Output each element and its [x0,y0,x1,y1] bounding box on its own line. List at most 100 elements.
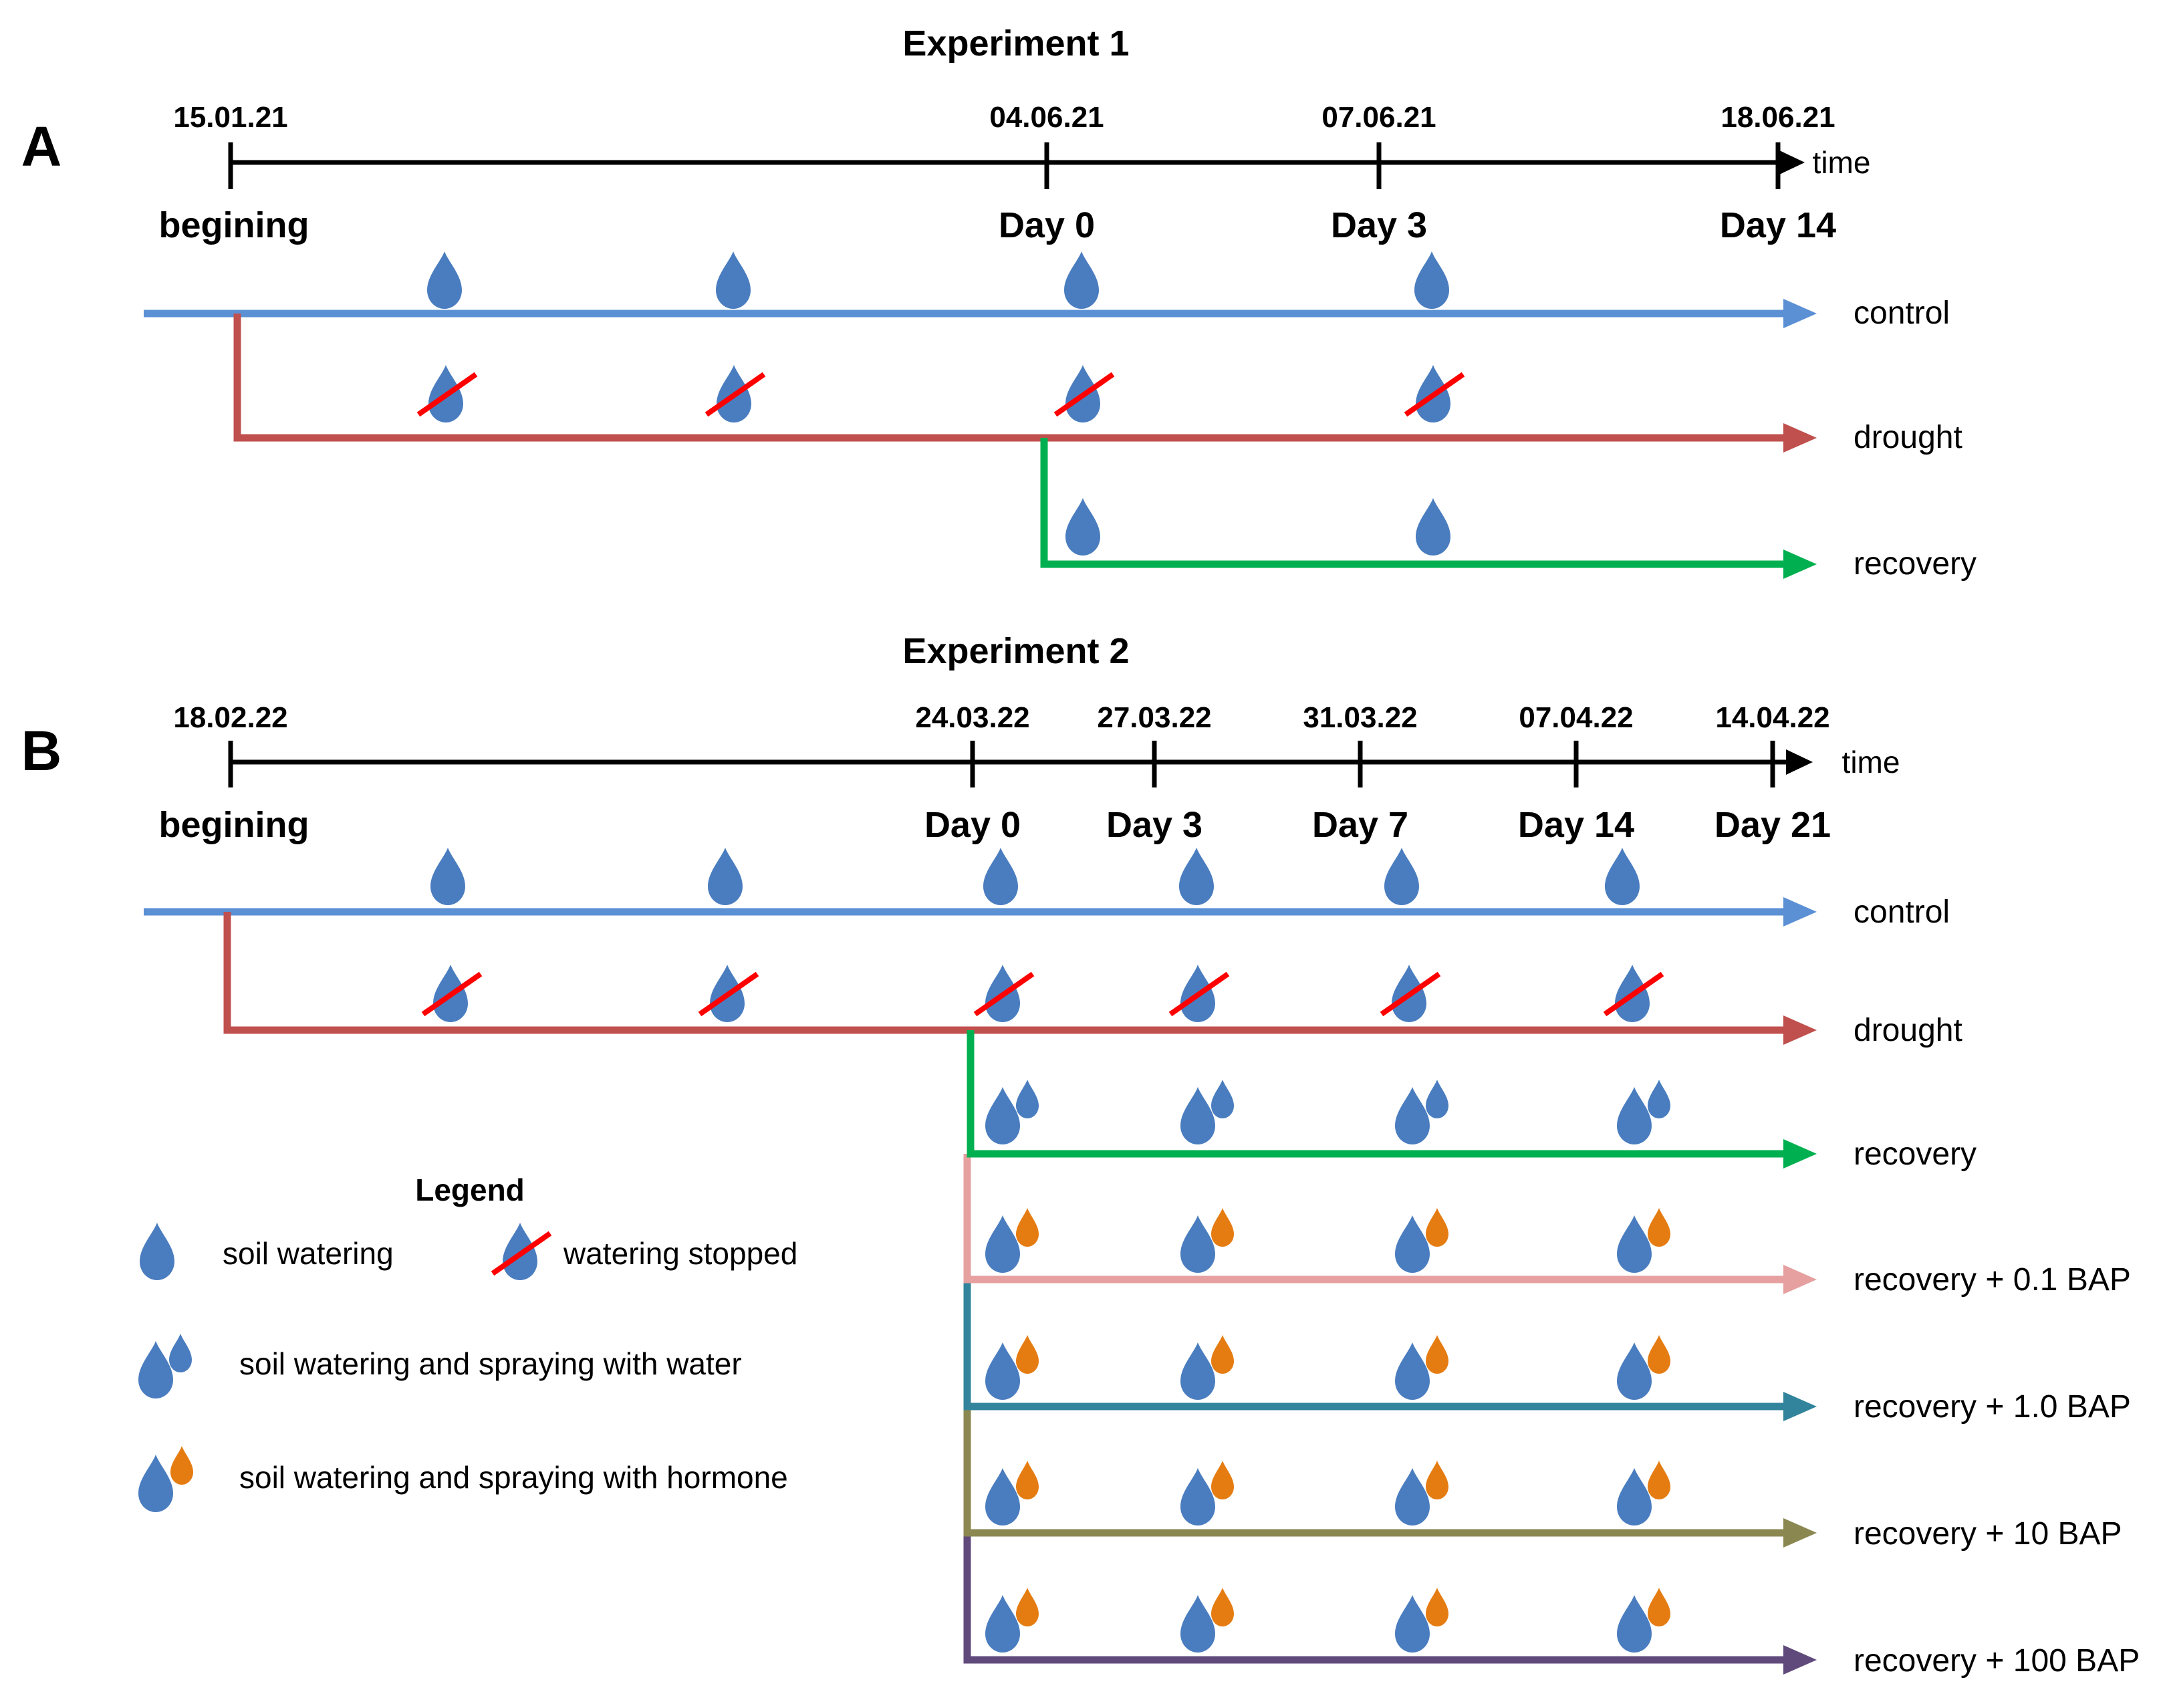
panel-label-a: A [21,115,62,178]
water-drop-icon [983,848,1018,905]
water-drop-icon [708,848,743,905]
spray-hormone-icon [1395,1335,1448,1400]
spray-hormone-icon [1617,1588,1670,1653]
series-label-recovery-1bap: recovery + 1.0 BAP [1854,1389,2131,1425]
tick-day-label: Day 0 [924,805,1021,845]
spray-hormone-icon [985,1588,1039,1653]
water-drop-icon [1416,498,1450,556]
watering-stopped-icon [1053,365,1115,422]
panel-label-b: B [21,719,62,782]
series-control-line [144,299,1817,328]
water-drop-icon [140,1223,174,1280]
spray-water-icon [138,1334,192,1398]
series-label-recovery-01bap: recovery + 0.1 BAP [1854,1262,2131,1298]
tick-day-label: Day 0 [999,205,1095,245]
experiment1-title: Experiment 1 [902,23,1129,64]
spray-hormone-icon [1395,1461,1448,1526]
water-drop-icon [427,251,462,309]
water-drop-icon [1179,848,1214,905]
watering-stopped-icon [698,965,759,1022]
tick-day-label: Day 3 [1106,805,1202,845]
water-drop-icon [1414,251,1449,309]
series-recovery-1bap-line [963,1279,1817,1421]
watering-stopped-icon [973,965,1035,1022]
time-axis-arrowhead [1778,150,1805,175]
spray-hormone-icon [1617,1335,1670,1400]
tick-day-label: Day 14 [1720,205,1836,245]
tick-date-label: 07.06.21 [1321,101,1436,134]
watering-stopped-icon [705,365,766,422]
tick-date-label: 18.02.22 [173,701,287,734]
time-axis-arrowhead [1786,749,1813,775]
legend-title: Legend [415,1173,525,1207]
water-drop-icon [716,251,751,309]
watering-stopped-icon [491,1223,552,1280]
water-drop-icon [430,848,465,905]
series-label-drought: drought [1854,420,1962,455]
spray-hormone-icon [138,1446,193,1512]
water-drop-icon [1384,848,1419,905]
series-control-line [144,897,1817,927]
tick-date-label: 31.03.22 [1303,701,1417,734]
series-recovery-01bap-line [963,1154,1817,1294]
legend-label-spray-hormone: soil watering and spraying with hormone [239,1460,788,1495]
spray-hormone-icon [1180,1461,1234,1526]
water-drop-icon [1605,848,1640,905]
watering-stopped-icon [421,965,483,1022]
tick-day-label: Day 21 [1715,805,1831,845]
experiment1-time-axis: time [228,142,1871,189]
series-recovery-10bap-line [963,1407,1817,1548]
spray-water-icon [1617,1080,1670,1144]
legend: Legend soil watering watering stopped so… [138,1173,797,1512]
tick-day-label: Day 7 [1312,805,1408,845]
spray-hormone-icon [1180,1335,1234,1400]
tick-date-label: 18.06.21 [1721,101,1835,134]
spray-water-icon [1395,1080,1448,1144]
tick-day-label: begining [159,205,309,245]
spray-hormone-icon [985,1461,1039,1526]
tick-day-label: Day 14 [1518,805,1634,845]
series-recovery-line [1040,438,1817,579]
spray-hormone-icon [1180,1588,1234,1653]
watering-stopped-icon [1404,365,1465,422]
spray-hormone-icon [985,1208,1039,1273]
watering-stopped-icon [416,365,478,422]
time-axis-label: time [1813,145,1871,180]
tick-date-label: 15.01.21 [173,101,287,134]
tick-date-label: 04.06.21 [989,101,1104,134]
series-label-control: control [1854,295,1950,331]
spray-hormone-icon [1180,1208,1234,1273]
series-recovery-100bap-line [963,1533,1817,1675]
time-axis-label: time [1842,745,1900,779]
spray-hormone-icon [1617,1208,1670,1273]
tick-date-label: 24.03.22 [915,701,1029,734]
series-label-recovery: recovery [1854,1136,1977,1172]
series-label-drought: drought [1854,1013,1962,1048]
tick-date-label: 27.03.22 [1097,701,1211,734]
spray-water-icon [985,1080,1039,1144]
experiment2-time-axis: time [228,741,1900,787]
series-label-recovery-10bap: recovery + 10 BAP [1854,1516,2122,1552]
watering-stopped-icon [1380,965,1441,1022]
watering-stopped-icon [1603,965,1664,1022]
water-drop-icon [1064,251,1099,309]
spray-water-icon [1180,1080,1234,1144]
tick-date-label: 14.04.22 [1715,701,1829,734]
series-label-recovery: recovery [1854,546,1977,582]
spray-hormone-icon [1395,1588,1448,1653]
watering-stopped-icon [1168,965,1230,1022]
legend-label-soil-watering: soil watering [223,1236,394,1271]
series-drought-line [223,912,1817,1045]
spray-hormone-icon [1395,1208,1448,1273]
series-recovery-line [967,1030,1817,1169]
tick-date-label: 07.04.22 [1519,701,1633,734]
tick-day-label: begining [159,805,309,845]
spray-hormone-icon [1617,1461,1670,1526]
tick-day-label: Day 3 [1331,205,1427,245]
series-label-control: control [1854,894,1950,930]
series-label-recovery-100bap: recovery + 100 BAP [1854,1643,2140,1679]
spray-hormone-icon [985,1335,1039,1400]
legend-label-spray-water: soil watering and spraying with water [239,1346,742,1381]
series-drought-line [233,314,1817,453]
